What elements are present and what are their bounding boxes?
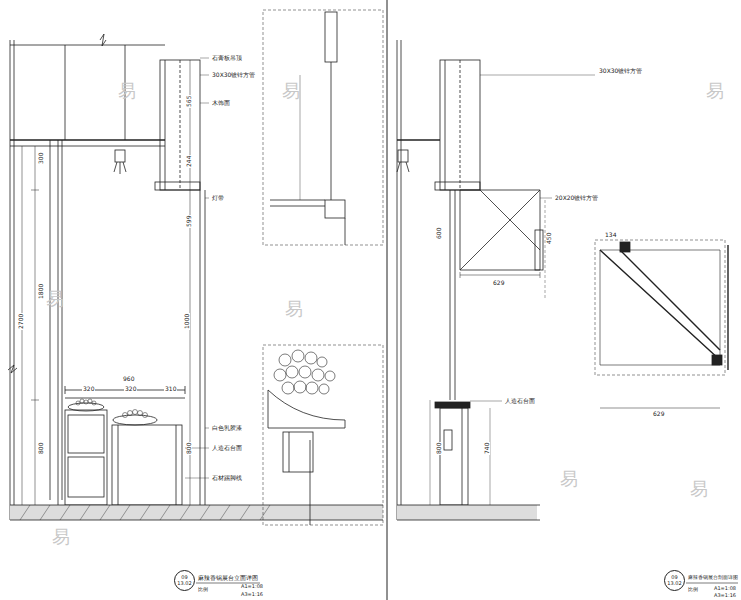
annotation-text: 白色乳胶漆: [211, 425, 243, 431]
dimension-text: 320: [124, 386, 137, 392]
dimension-text: 2700: [18, 313, 24, 330]
dimension-text: 300: [38, 152, 44, 165]
watermark: 易: [560, 470, 578, 488]
watermark: 易: [285, 300, 303, 318]
dimension-text: 450: [546, 232, 552, 245]
watermark: 易: [706, 82, 724, 100]
annotation-text: 30X30镀锌方管: [598, 68, 643, 74]
annotation-text: 比例: [197, 587, 209, 592]
dimension-text: 960: [122, 376, 135, 382]
watermark: 易: [46, 290, 64, 308]
watermark: 易: [52, 528, 70, 546]
detail-callout-circle: 0913.02: [664, 570, 685, 591]
detail-callout-circle: 0913.02: [174, 570, 195, 591]
dimension-text: 134: [604, 232, 617, 238]
annotation-text: 人造石台面: [504, 398, 536, 404]
dimension-text: 629: [492, 280, 505, 286]
annotation-text: A1=1:08: [713, 586, 737, 591]
dimension-text: 565: [186, 95, 192, 108]
annotation-text: 灯带: [211, 195, 225, 201]
dimension-text: 600: [436, 227, 442, 240]
annotation-text: 石材踢脚线: [211, 475, 243, 481]
dimension-text: 800: [436, 442, 442, 455]
dimension-text: 800: [186, 442, 192, 455]
annotation-text: A1=1:08: [240, 584, 264, 589]
annotation-text: A3=1:16: [240, 592, 264, 597]
annotation-text: A3=1:16: [713, 593, 737, 598]
dimension-text: 800: [38, 442, 44, 455]
dimension-text: 310: [164, 386, 177, 392]
dimension-text: 629: [652, 411, 665, 417]
annotation-text: 木饰面: [211, 100, 231, 106]
annotation-text: 比例: [687, 587, 699, 592]
dimension-text: 1800: [38, 283, 44, 300]
watermark: 易: [118, 82, 136, 100]
watermark: 易: [690, 480, 708, 498]
annotation-text: 30X30镀锌方管: [211, 72, 256, 78]
callout-number: 13.02: [667, 581, 681, 587]
annotation-text: 麻辣香锅展台立面详图: [197, 575, 259, 581]
watermark: 易: [282, 82, 300, 100]
dimension-text: 1000: [184, 313, 190, 330]
annotation-text: 人造石台面: [211, 445, 243, 451]
annotation-text: 20X20镀锌方管: [554, 195, 599, 201]
callout-number: 13.02: [177, 581, 191, 587]
annotation-text: 麻辣香锅展台剖面详图: [687, 575, 739, 580]
dimension-text: 320: [82, 386, 95, 392]
annotation-text: 石膏板吊顶: [211, 55, 243, 61]
dimension-text: 599: [186, 215, 192, 228]
dimension-text: 740: [484, 442, 490, 455]
dimension-text: 244: [186, 155, 192, 168]
